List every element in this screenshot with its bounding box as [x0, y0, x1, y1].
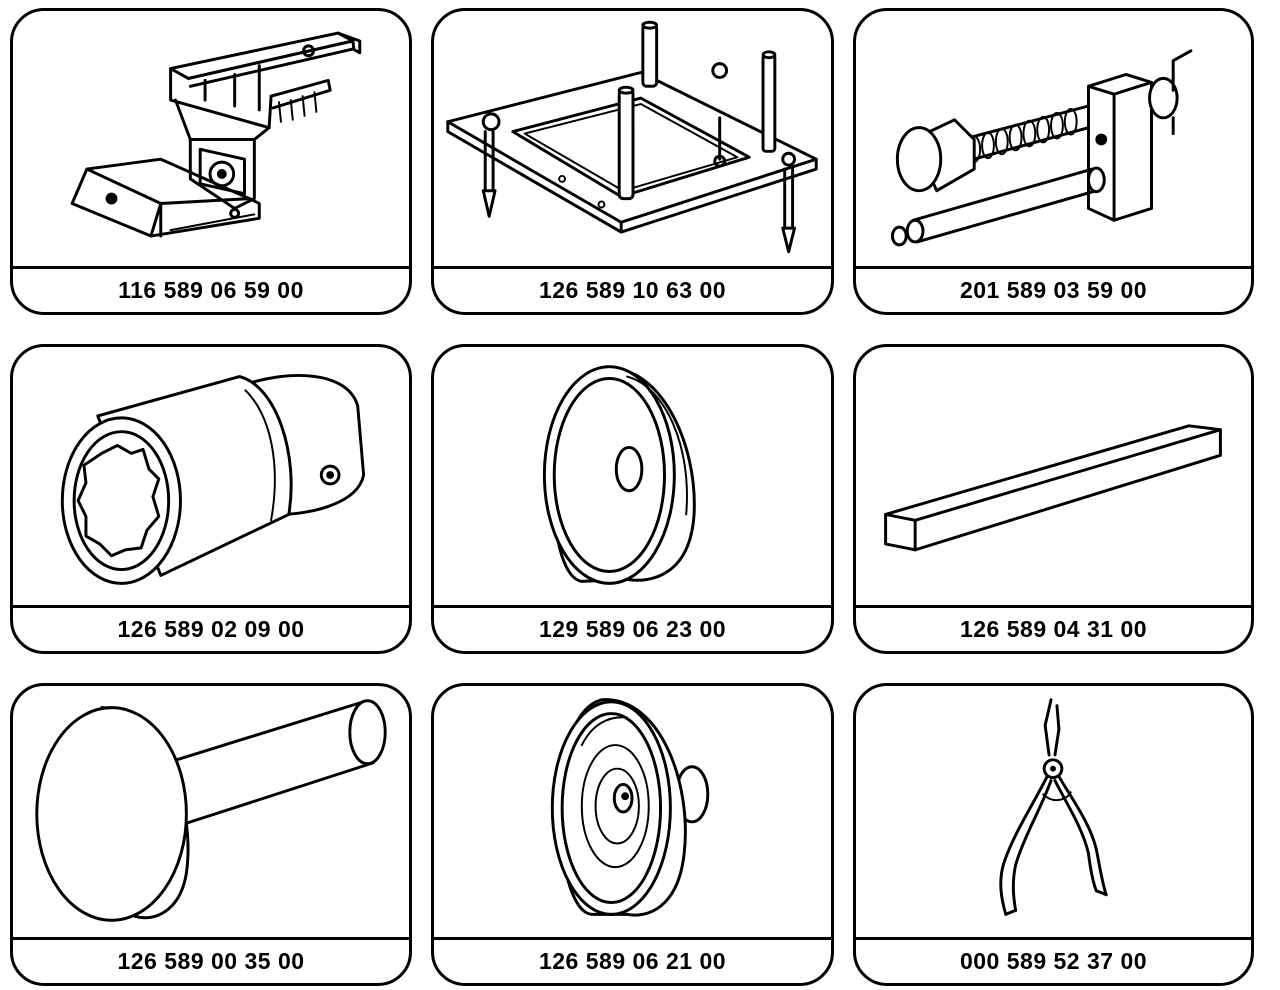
pressure-disc-icon: [434, 347, 831, 605]
screw-puller-icon: [856, 11, 1251, 266]
tool-card-4: 126 589 02 09 00: [10, 344, 412, 654]
tool-card-9: 000 589 52 37 00: [853, 683, 1254, 986]
part-number: 126 589 10 63 00: [434, 266, 831, 312]
thrust-pad-icon: [434, 686, 831, 937]
socket-icon: [13, 347, 409, 605]
tool-card-3: 201 589 03 59 00: [853, 8, 1254, 315]
engine-support-fixture-icon: [13, 11, 409, 266]
tool-card-8: 126 589 06 21 00: [431, 683, 834, 986]
part-number: 201 589 03 59 00: [856, 266, 1251, 312]
part-number: 126 589 00 35 00: [13, 937, 409, 983]
tool-card-7: 126 589 00 35 00: [10, 683, 412, 986]
tool-card-5: 129 589 06 23 00: [431, 344, 834, 654]
tool-card-1: 116 589 06 59 00: [10, 8, 412, 315]
mounting-plate-icon: [434, 11, 831, 266]
tool-card-6: 126 589 04 31 00: [853, 344, 1254, 654]
part-number: 129 589 06 23 00: [434, 605, 831, 651]
part-number: 126 589 06 21 00: [434, 937, 831, 983]
circlip-pliers-icon: [856, 686, 1251, 937]
drift-mandrel-icon: [13, 686, 409, 937]
part-number: 116 589 06 59 00: [13, 266, 409, 312]
square-bar-icon: [856, 347, 1251, 605]
tool-card-2: 126 589 10 63 00: [431, 8, 834, 315]
part-number: 126 589 04 31 00: [856, 605, 1251, 651]
part-number: 000 589 52 37 00: [856, 937, 1251, 983]
part-number: 126 589 02 09 00: [13, 605, 409, 651]
